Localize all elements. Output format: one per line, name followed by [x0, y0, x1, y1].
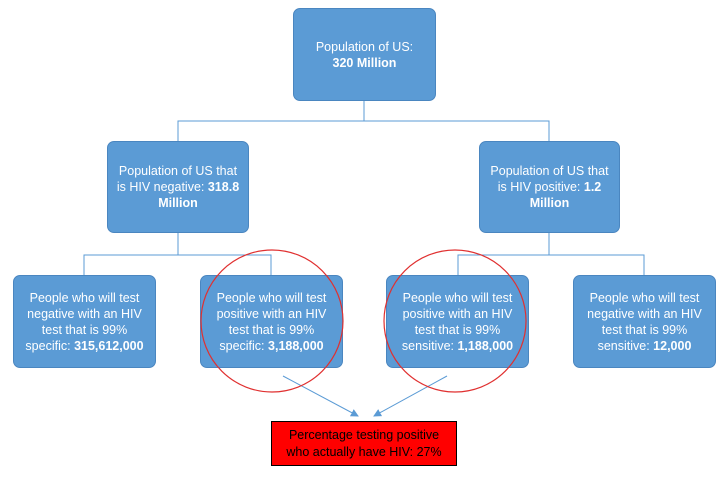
node-true-positive: People who will test positive with an HI… [386, 275, 529, 368]
node-hiv-negative-value: 318.8 Million [158, 180, 240, 210]
node-hiv-negative: Population of US that is HIV negative: 3… [107, 141, 249, 233]
node-false-positive: People who will test positive with an HI… [200, 275, 343, 368]
node-true-negative: People who will test negative with an HI… [13, 275, 156, 368]
node-false-negative-value: 12,000 [653, 338, 692, 353]
connector-positive [457, 233, 550, 275]
node-false-negative: People who will test negative with an HI… [573, 275, 716, 368]
node-hiv-positive-value: 1.2 Million [529, 180, 602, 210]
node-root: Population of US:320 Million [293, 8, 436, 101]
node-true-negative-value: 315,612,000 [74, 338, 144, 353]
node-hiv-positive-text: Population of US that is HIV positive: [490, 164, 609, 194]
connector-positive-right [549, 254, 645, 275]
node-true-negative-text: People who will test negative with an HI… [25, 290, 142, 353]
node-root-text: Population of US: [315, 39, 414, 54]
node-false-negative-text: People who will test negative with an HI… [587, 290, 702, 353]
connector-negative-right [178, 254, 272, 275]
arrow-false-positive [282, 375, 359, 417]
connector-root [177, 101, 365, 141]
node-false-positive-value: 3,188,000 [268, 338, 324, 353]
connector-root-right [364, 120, 550, 141]
result-text: Percentage testing positive who actually… [286, 427, 442, 459]
node-true-positive-value: 1,188,000 [457, 338, 514, 353]
arrow-true-positive [373, 375, 448, 417]
node-hiv-negative-text: Population of US that is HIV negative: [116, 164, 238, 194]
node-root-value: 320 Million [332, 55, 397, 70]
node-hiv-positive: Population of US that is HIV positive: 1… [479, 141, 620, 233]
connector-negative [83, 233, 179, 275]
result-box: Percentage testing positive who actually… [271, 421, 457, 466]
